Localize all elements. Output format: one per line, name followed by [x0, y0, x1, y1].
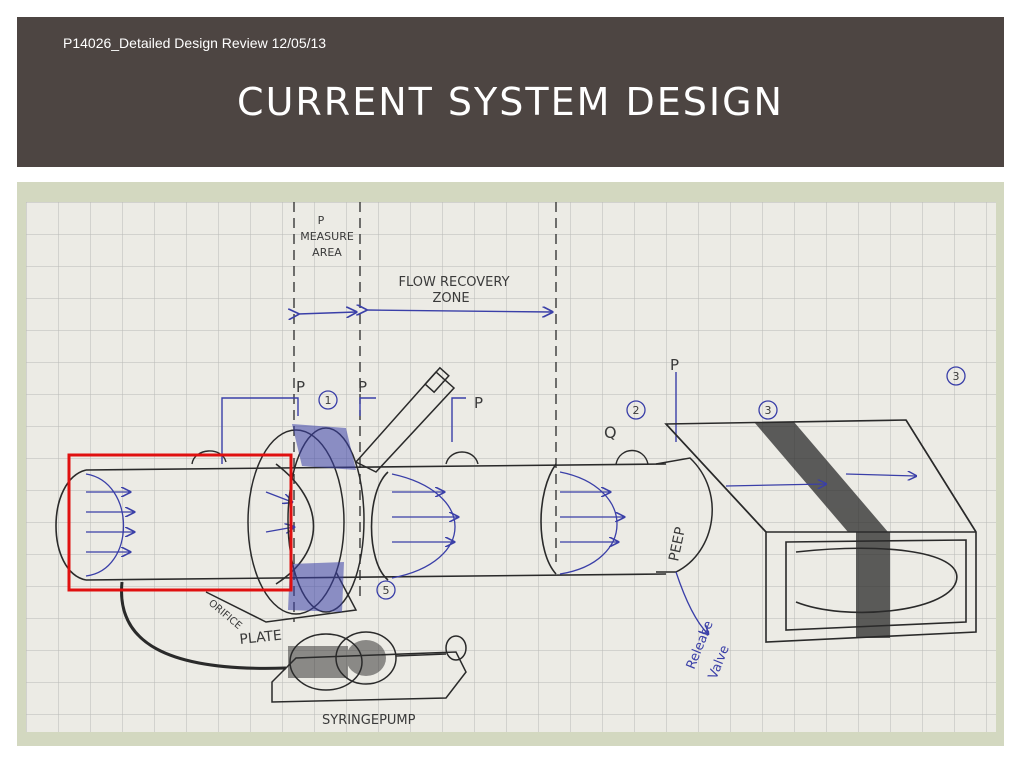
pressure-taps [221, 372, 677, 464]
label-plate: PLATE [239, 628, 283, 648]
label-p3: P [474, 394, 483, 412]
label-p2: P [358, 378, 367, 396]
orifice-hatching [288, 424, 356, 612]
image-frame: P MEASURE AREA FLOW RECOVERY ZONE P P P … [17, 182, 1004, 746]
syringe-tubing [120, 581, 287, 670]
zone-arrows [298, 310, 552, 314]
sensor-probe [354, 366, 456, 473]
num-3a: 3 [765, 404, 772, 417]
label-p-top: P [318, 214, 325, 227]
grid-paper [26, 202, 996, 732]
label-zone: ZONE [432, 291, 469, 306]
label-p1: P [296, 378, 305, 396]
lung-arrows [725, 474, 916, 486]
sketch-photo: P MEASURE AREA FLOW RECOVERY ZONE P P P … [26, 202, 996, 732]
label-syringepump: SYRINGEPUMP [322, 713, 416, 728]
num-1: 1 [325, 394, 332, 407]
label-flow-recovery: FLOW RECOVERY [398, 275, 509, 290]
circled-numbers [318, 366, 966, 600]
sketch-drawing: P MEASURE AREA FLOW RECOVERY ZONE P P P … [26, 202, 996, 732]
pump-hatching [288, 640, 386, 678]
highlight-box [67, 453, 293, 592]
num-2: 2 [633, 404, 640, 417]
release-arrow [675, 571, 708, 634]
num-5: 5 [383, 584, 390, 597]
label-p4: P [670, 356, 679, 374]
label-peep: PEEP [666, 526, 689, 563]
num-3b: 3 [953, 370, 960, 383]
peep-valve [655, 457, 713, 573]
slide-title: CURRENT SYSTEM DESIGN [237, 80, 784, 124]
slide-subtitle: P14026_Detailed Design Review 12/05/13 [63, 35, 327, 51]
label-q: Q [604, 423, 617, 442]
lung-band [754, 422, 890, 638]
label-area: AREA [312, 246, 342, 259]
tube-ports [191, 449, 649, 465]
label-measure: MEASURE [300, 230, 354, 243]
velocity-profiles [85, 471, 624, 579]
slide-header: P14026_Detailed Design Review 12/05/13 C… [17, 17, 1004, 167]
